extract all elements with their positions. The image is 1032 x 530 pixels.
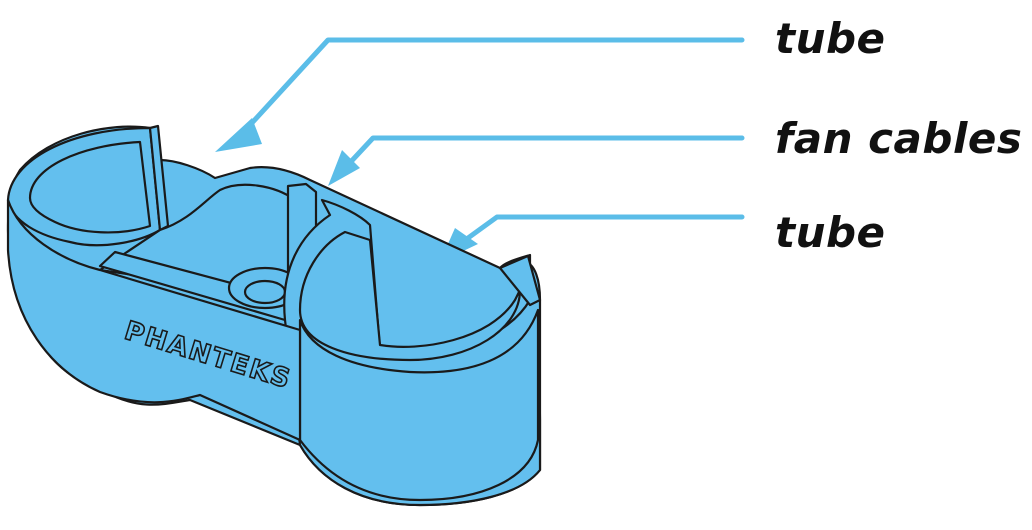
callout-label-fan-cables: fan cables — [775, 114, 1023, 163]
arrow-tube-bottom — [465, 214, 745, 241]
callout-arrows — [237, 37, 745, 241]
arrow-fan-cables — [342, 135, 745, 171]
left-body-front — [6, 198, 302, 442]
tube-clip-part — [6, 124, 542, 507]
left-cup-inner — [28, 140, 152, 234]
arrowhead-fan-cables — [328, 150, 360, 186]
arrow-tube-top — [237, 37, 745, 139]
right-cup-front-wall — [298, 308, 540, 502]
center-boss-inner — [243, 279, 287, 305]
arrowhead-tube-top — [215, 118, 262, 152]
callout-label-tube-top: tube — [775, 14, 886, 63]
right-cup-edge — [498, 254, 542, 307]
callout-label-tube-bottom: tube — [775, 208, 886, 257]
